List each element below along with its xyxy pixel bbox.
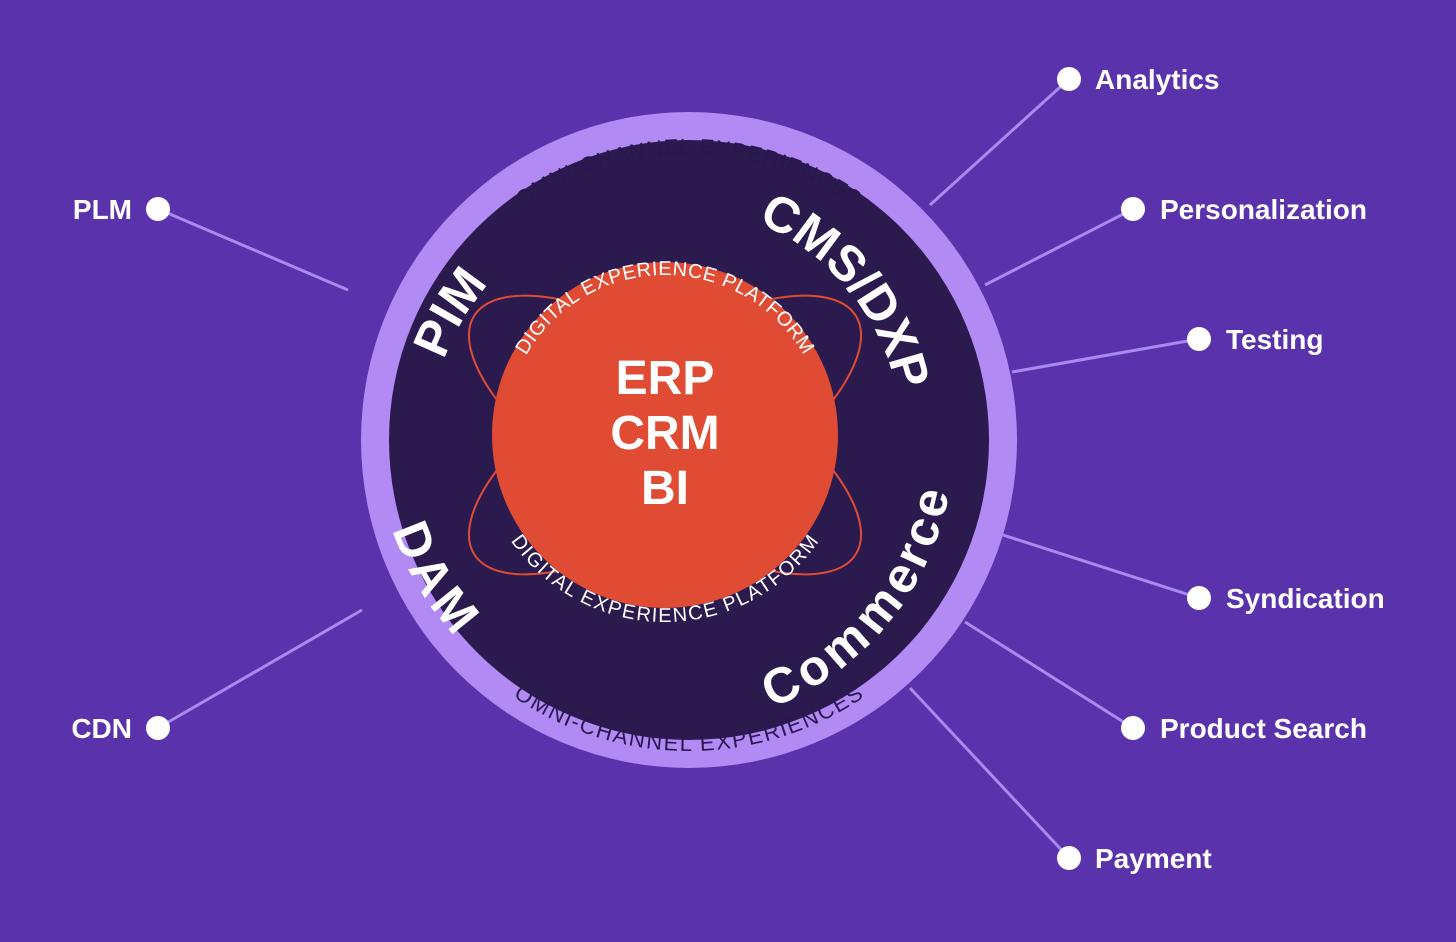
node-label-testing: Testing [1226,324,1323,355]
node-dot-icon [1057,846,1081,870]
core-crm: CRM [610,407,719,460]
connector-plm [157,207,349,292]
right-node-product-search[interactable]: Product Search [1121,713,1367,744]
left-node-cdn[interactable]: CDN [71,713,170,744]
connector-product-search [964,620,1134,730]
node-label-product-search: Product Search [1160,713,1367,744]
node-dot-icon [1121,716,1145,740]
connector-syndication [1002,533,1200,600]
node-dot-icon [1057,67,1081,91]
node-label-syndication: Syndication [1226,583,1385,614]
core-erp: ERP [616,352,715,405]
core-bi: BI [641,462,689,515]
connectors [157,77,1200,860]
node-label-personalization: Personalization [1160,194,1367,225]
connector-testing [1011,337,1200,374]
connector-cdn [157,608,363,730]
node-dot-icon [1187,327,1211,351]
node-dot-icon [146,197,170,221]
node-dot-icon [146,716,170,740]
right-node-analytics[interactable]: Analytics [1057,64,1220,95]
node-label-payment: Payment [1095,843,1212,874]
node-label-cdn: CDN [71,713,132,744]
node-label-analytics: Analytics [1095,64,1220,95]
left-node-plm[interactable]: PLM [73,194,170,225]
connector-analytics [928,77,1071,207]
node-dot-icon [1121,197,1145,221]
node-dot-icon [1187,586,1211,610]
right-node-personalization[interactable]: Personalization [1121,194,1367,225]
right-node-syndication[interactable]: Syndication [1187,583,1385,614]
core-sphere [492,262,838,608]
node-label-plm: PLM [73,194,132,225]
connector-payment [908,686,1071,860]
right-node-payment[interactable]: Payment [1057,843,1212,874]
right-node-testing[interactable]: Testing [1187,324,1323,355]
connector-personalization [984,207,1134,287]
